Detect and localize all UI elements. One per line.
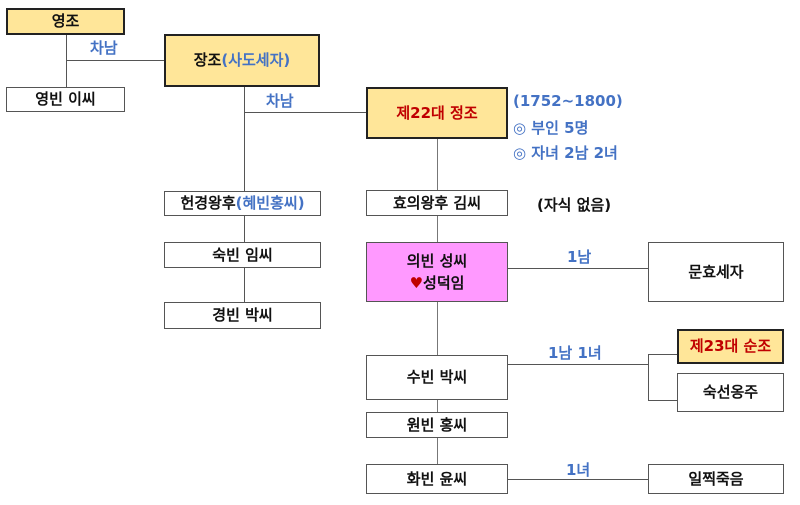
relation-label: 차남 xyxy=(90,39,118,57)
connector xyxy=(648,400,677,401)
node-name: 문효세자 xyxy=(688,262,744,281)
node-sukbin: 숙빈 임씨 xyxy=(164,242,321,268)
node-name: 제23대 순조 xyxy=(689,337,772,356)
node-wonbin: 원빈 홍씨 xyxy=(366,412,508,438)
connector xyxy=(508,268,648,269)
node-munhyo: 문효세자 xyxy=(648,242,784,302)
heart-icon: ♥ xyxy=(409,274,424,292)
relation-label: 1녀 xyxy=(566,461,591,479)
node-gyeongbin: 경빈 박씨 xyxy=(164,302,321,329)
node-name: 헌경왕후 xyxy=(180,194,236,213)
node-sukseon: 숙선옹주 xyxy=(677,373,784,412)
connector xyxy=(508,364,648,365)
node-name: 원빈 홍씨 xyxy=(406,415,468,434)
node-alias: (사도세자) xyxy=(221,51,291,70)
node-name: 일찍죽음 xyxy=(688,469,744,488)
wives-note: ◎ 부인 5명 xyxy=(513,119,589,137)
node-jangjo: 장조(사도세자) xyxy=(164,34,320,87)
node-yeongbin: 영빈 이씨 xyxy=(6,87,125,112)
node-hwabin: 화빈 윤씨 xyxy=(366,464,508,494)
lifespan-note: (1752~1800) xyxy=(513,92,623,110)
relation-label: 차남 xyxy=(266,92,294,110)
node-jeongjo: 제22대 정조 xyxy=(366,87,508,139)
no-children-note: (자식 없음) xyxy=(537,196,612,214)
node-name: 화빈 윤씨 xyxy=(406,469,468,488)
children-note: ◎ 자녀 2남 2녀 xyxy=(513,144,618,162)
node-name: 수빈 박씨 xyxy=(406,368,468,387)
node-name: 경빈 박씨 xyxy=(212,306,273,325)
node-early-death: 일찍죽음 xyxy=(648,464,784,494)
connector xyxy=(648,354,649,400)
node-name: 의빈 성씨 xyxy=(406,251,468,270)
node-uibin: 의빈 성씨 ♥성덕임 xyxy=(366,242,508,302)
connector xyxy=(648,354,677,355)
relation-label: 1남 xyxy=(567,248,592,266)
connector xyxy=(66,60,164,61)
node-name: 영빈 이씨 xyxy=(35,90,96,109)
node-name: 숙선옹주 xyxy=(702,383,759,402)
node-name: 영조 xyxy=(51,12,80,31)
node-sunjo: 제23대 순조 xyxy=(677,329,784,364)
node-hyegyeong: 헌경왕후(혜빈홍씨) xyxy=(164,191,321,216)
connector xyxy=(244,87,245,191)
connector xyxy=(244,112,366,113)
node-name: 숙빈 임씨 xyxy=(212,245,273,264)
node-subin: 수빈 박씨 xyxy=(366,355,508,400)
connector xyxy=(508,479,648,480)
node-alias: (혜빈홍씨) xyxy=(235,194,305,213)
node-name: 장조 xyxy=(193,51,222,70)
node-yeongjo: 영조 xyxy=(6,8,125,35)
node-name: 효의왕후 김씨 xyxy=(392,193,482,212)
node-subname: 성덕임 xyxy=(423,274,465,292)
relation-label: 1남 1녀 xyxy=(548,344,602,362)
node-hyoui: 효의왕후 김씨 xyxy=(366,190,508,216)
node-name: 제22대 정조 xyxy=(396,103,478,122)
